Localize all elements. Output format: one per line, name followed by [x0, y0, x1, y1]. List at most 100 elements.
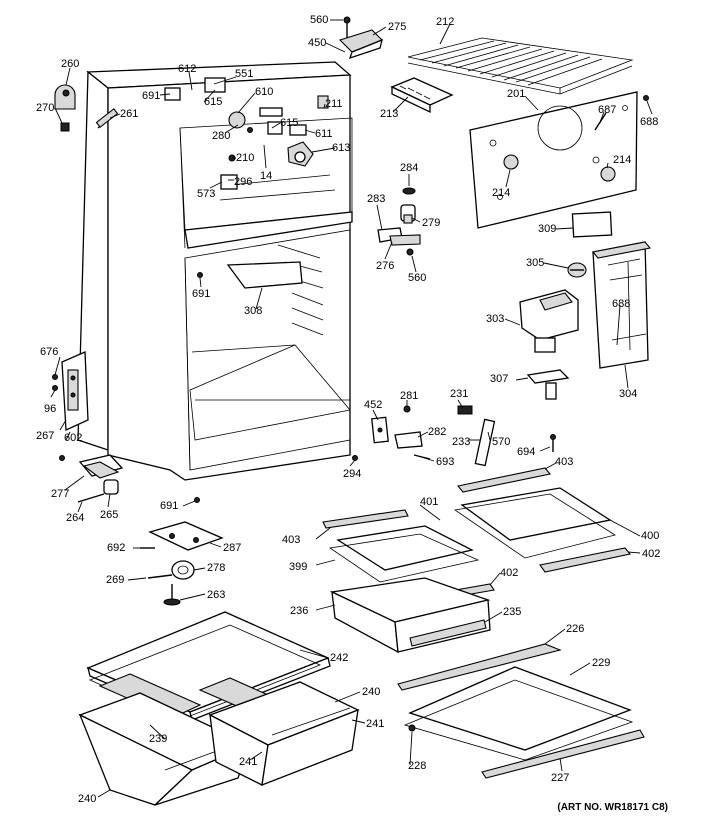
callout-279: 279 [422, 217, 441, 229]
callout-691b: 691 [192, 288, 211, 300]
callout-229: 229 [592, 657, 611, 669]
air-duct [519, 289, 579, 353]
callout-400: 400 [641, 530, 660, 542]
art-number: (ART NO. WR18171 C8) [557, 802, 668, 813]
callout-263: 263 [207, 589, 226, 601]
freezer-wire-shelf [407, 37, 634, 95]
callout-227: 227 [551, 772, 570, 784]
callout-275: 275 [388, 21, 407, 33]
bottom-hinge [140, 521, 224, 551]
callout-277: 277 [51, 488, 70, 500]
callout-282: 282 [428, 426, 447, 438]
callout-283: 283 [367, 193, 386, 205]
callout-240b: 240 [78, 793, 97, 805]
callout-402b: 402 [500, 567, 519, 579]
crisper-drawer [329, 577, 491, 654]
callout-309: 309 [538, 223, 557, 235]
callout-691c: 691 [160, 500, 179, 512]
callout-239: 239 [149, 733, 168, 745]
ice-tray [390, 77, 454, 114]
callout-214a: 214 [492, 187, 511, 199]
rail-403-right [456, 467, 552, 493]
callout-242: 242 [330, 652, 349, 664]
callout-450: 450 [308, 37, 327, 49]
callout-241a: 241 [366, 718, 385, 730]
callout-280: 280 [212, 130, 231, 142]
callout-278: 278 [207, 562, 226, 574]
callout-303: 303 [486, 313, 505, 325]
callout-264: 264 [66, 512, 85, 524]
callout-210: 210 [236, 152, 255, 164]
callout-235: 235 [503, 606, 522, 618]
callout-231: 231 [450, 388, 469, 400]
callout-611: 611 [315, 128, 333, 140]
callout-226: 226 [566, 623, 585, 635]
control-knob [567, 262, 587, 278]
callout-551: 551 [235, 68, 254, 80]
callout-281: 281 [400, 390, 419, 402]
callout-211: 211 [325, 98, 343, 110]
freezer-back-panel [469, 91, 638, 229]
callout-260: 260 [61, 58, 80, 70]
callout-294: 294 [343, 468, 362, 480]
leader-lines [50, 19, 653, 798]
callout-693: 693 [436, 456, 455, 468]
callout-560a: 560 [310, 14, 329, 26]
callout-560b: 560 [408, 272, 427, 284]
callout-287: 287 [223, 542, 242, 554]
callout-691a: 691 [142, 90, 161, 102]
callout-14: 14 [260, 170, 273, 182]
callout-213: 213 [380, 108, 399, 120]
callout-305: 305 [526, 257, 545, 269]
callout-615a: 615 [204, 96, 223, 108]
callout-276: 276 [376, 260, 395, 272]
callout-96: 96 [44, 403, 57, 415]
callout-399: 399 [289, 561, 308, 573]
callout-602: 602 [64, 432, 83, 444]
callout-610: 610 [255, 86, 274, 98]
callout-236: 236 [290, 605, 309, 617]
callout-241b: 241 [239, 756, 258, 768]
callout-401: 401 [420, 496, 439, 508]
top-hinge [338, 16, 383, 60]
callout-201: 201 [507, 88, 526, 100]
shelf-support [474, 418, 496, 467]
callout-267: 267 [36, 430, 55, 442]
control-housing [591, 241, 652, 369]
callout-573: 573 [197, 188, 216, 200]
callout-261: 261 [120, 108, 139, 120]
hinge-center [394, 431, 423, 449]
vegetable-pan-right [208, 681, 360, 787]
callout-304: 304 [619, 388, 638, 400]
callout-284: 284 [400, 162, 419, 174]
callout-308: 308 [244, 305, 263, 317]
cabinet-case [61, 61, 353, 481]
callout-688b: 688 [612, 298, 631, 310]
nameplate [571, 211, 613, 238]
top-fittings [54, 77, 329, 190]
callout-240a: 240 [362, 686, 381, 698]
callout-214b: 214 [613, 154, 632, 166]
damper [526, 369, 570, 400]
roller-assembly [147, 560, 195, 606]
glass-shelf-lower [403, 666, 645, 779]
light-socket [400, 187, 416, 224]
callout-694: 694 [517, 446, 536, 458]
callout-612: 612 [178, 63, 197, 75]
callout-570: 570 [492, 436, 511, 448]
callout-403a: 403 [555, 456, 574, 468]
rail-226 [397, 643, 562, 691]
callout-265: 265 [100, 509, 119, 521]
callout-452: 452 [364, 399, 383, 411]
callout-307: 307 [490, 373, 509, 385]
hinge-bracket [377, 227, 421, 256]
callout-676: 676 [40, 346, 59, 358]
callout-212: 212 [436, 16, 455, 28]
callout-296: 296 [234, 176, 253, 188]
callout-233: 233 [452, 436, 471, 448]
vegetable-pan-left [78, 692, 252, 806]
callout-228: 228 [408, 760, 427, 772]
